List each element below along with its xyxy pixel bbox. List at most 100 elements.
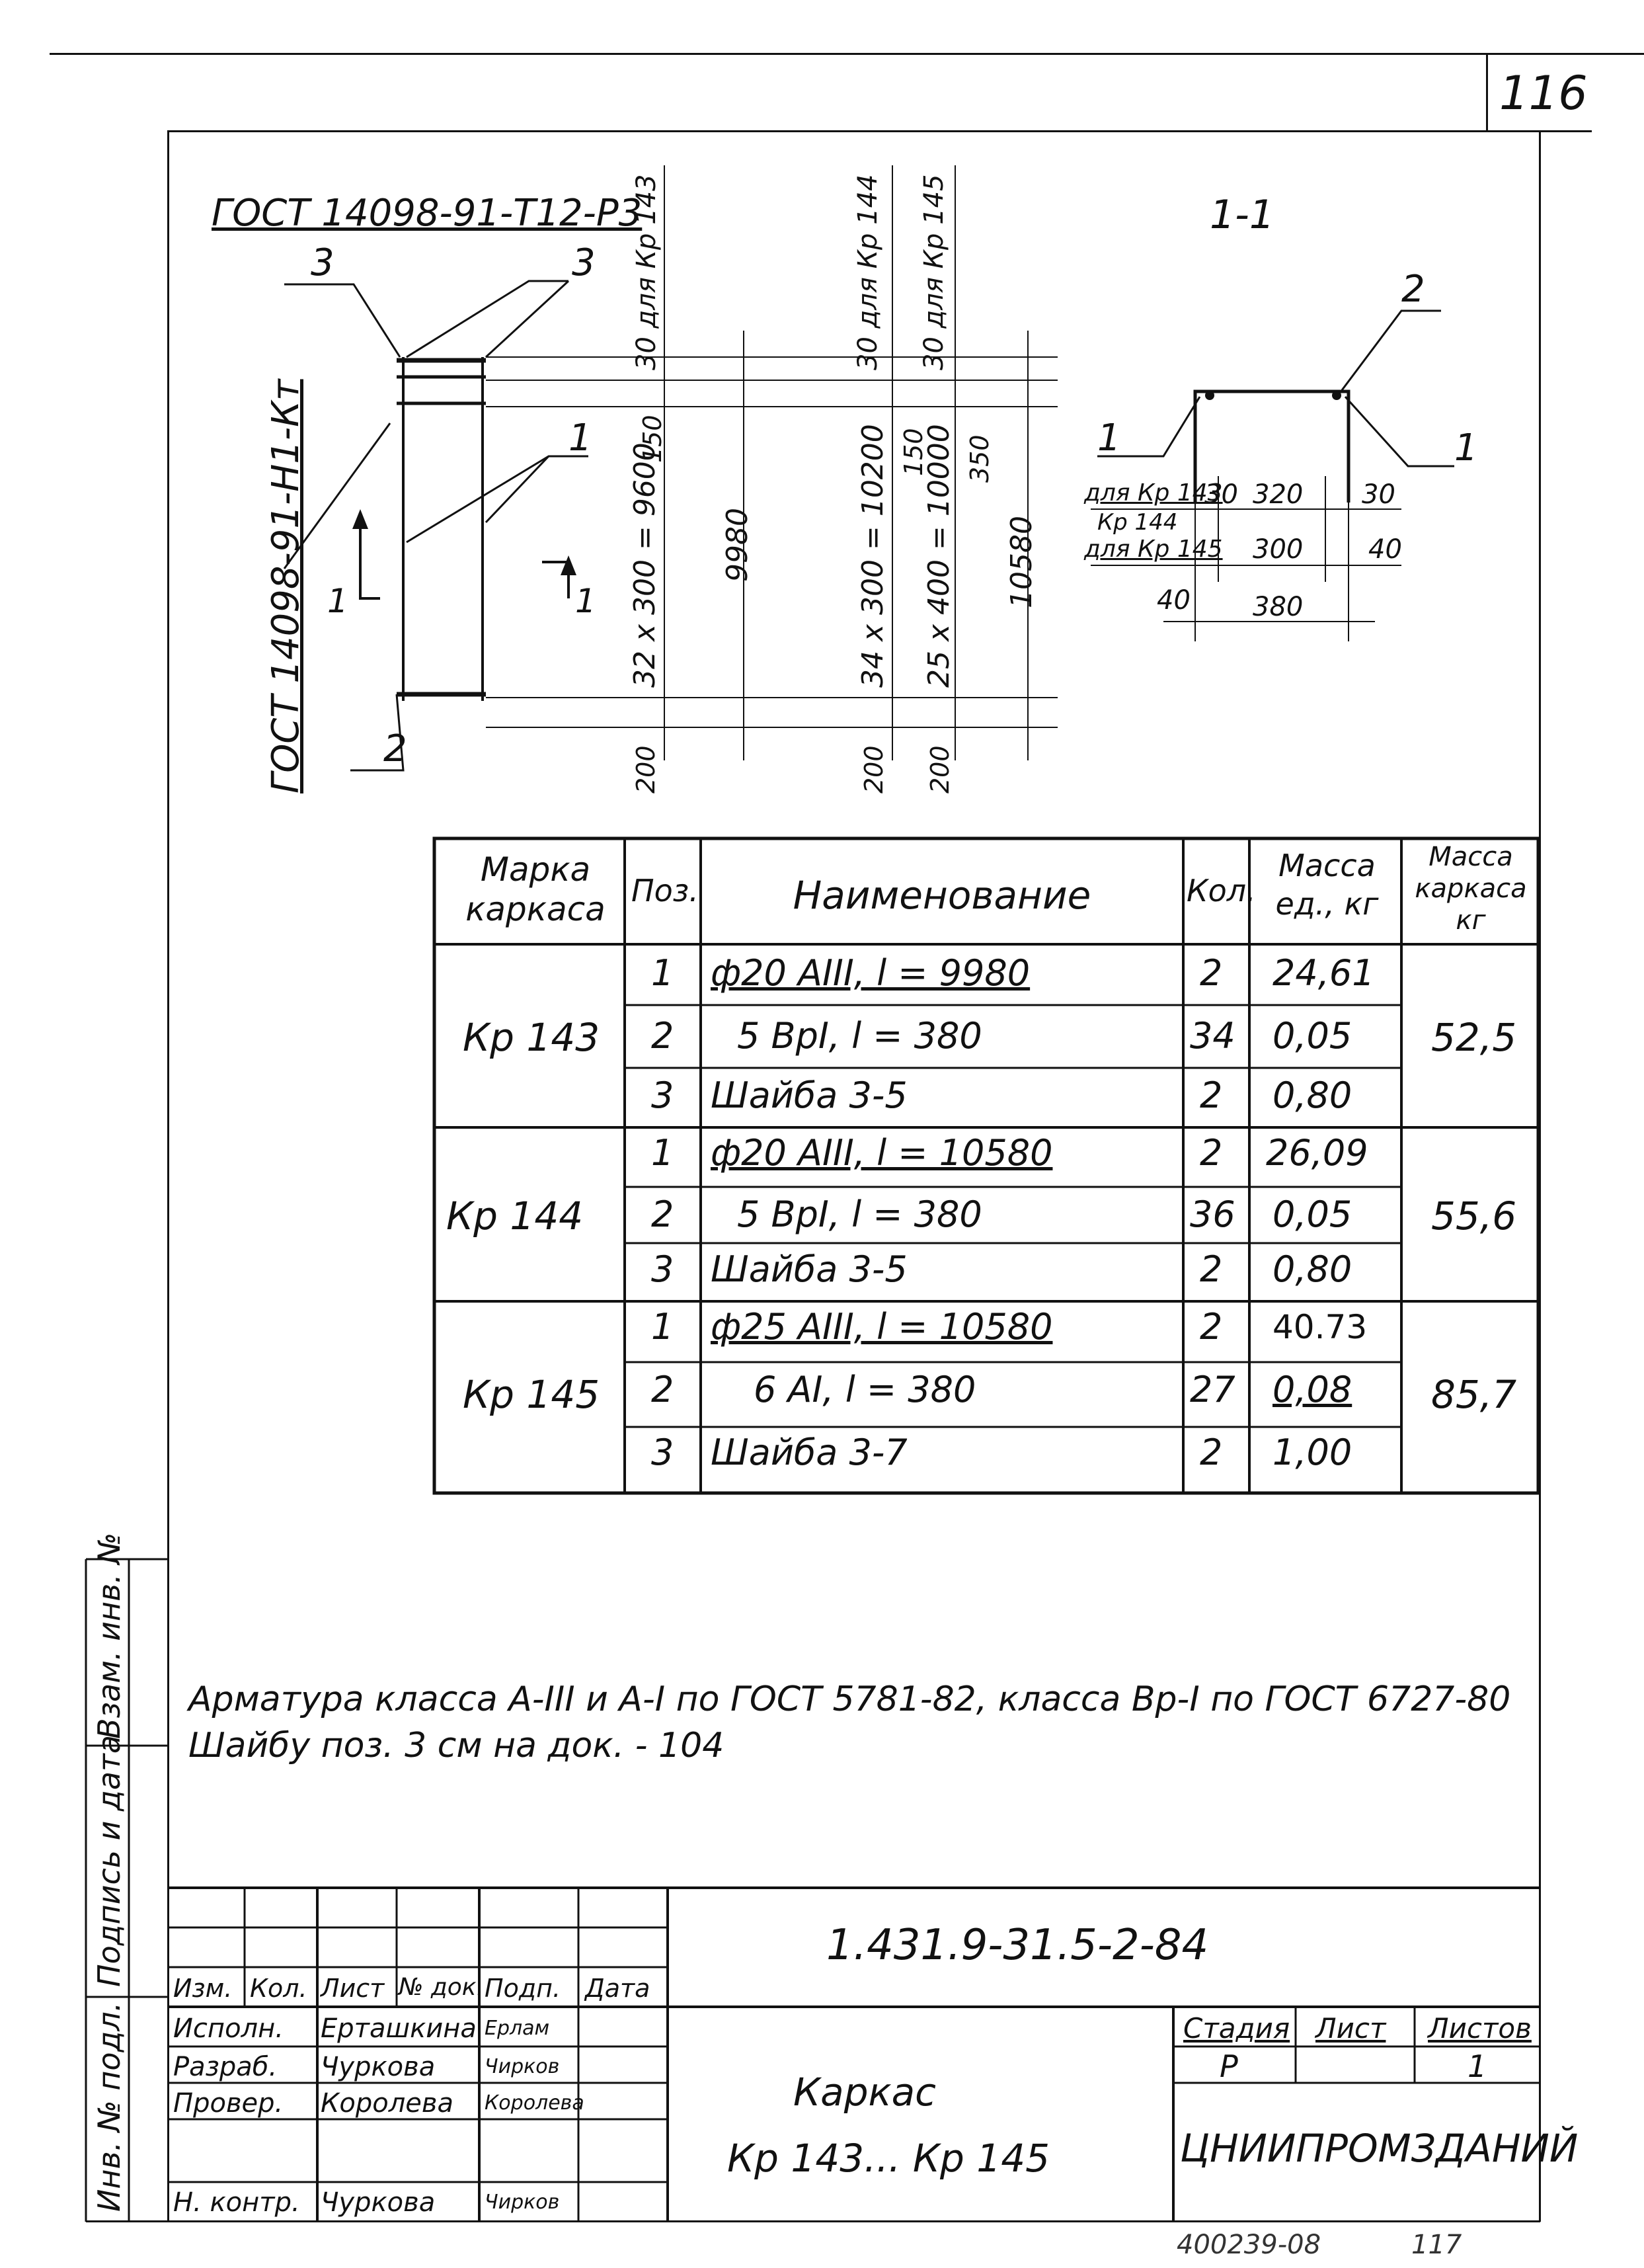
stirrup-u — [1193, 389, 1350, 503]
th-mark: Марка каркаса — [465, 850, 606, 928]
col-data: Дата — [585, 1974, 650, 2003]
mass-kr143: 52,5 — [1431, 1015, 1517, 1060]
unit-144-2: 0,05 — [1272, 1194, 1352, 1235]
role-razrab: Разраб. — [173, 2052, 278, 2082]
page-number: 116 — [1499, 66, 1588, 120]
sheet-head: Лист — [1315, 2012, 1386, 2045]
th-frame-mass: Масса каркаса кг — [1415, 842, 1527, 936]
section-1-1-drawing — [1091, 309, 1454, 641]
note-line-2: Шайбу поз. 3 см на док. - 104 — [188, 1726, 724, 1765]
mass-kr144: 55,6 — [1431, 1194, 1517, 1238]
frame-elevation-drawing — [283, 165, 1058, 772]
leader-2 — [350, 694, 405, 772]
stage-value: Р — [1220, 2048, 1238, 2084]
frame-left — [167, 130, 169, 2222]
pos-143-1: 1 — [651, 952, 674, 994]
title-line-2: Кр 143... Кр 145 — [727, 2136, 1050, 2181]
page-number-box-left — [1486, 53, 1488, 131]
col-podp: Подп. — [485, 1974, 561, 2003]
qty-143-2: 34 — [1190, 1015, 1235, 1057]
name-143-3: Шайба 3-5 — [711, 1074, 908, 1116]
sec-bar-right — [1332, 391, 1341, 400]
sec-bar-left — [1205, 391, 1214, 400]
sheets-head: Листов — [1428, 2012, 1532, 2045]
unit-145-3: 1,00 — [1272, 1432, 1352, 1473]
th-unit-mass: Масса ед., кг — [1275, 848, 1379, 922]
name-prover: Королева — [321, 2088, 453, 2119]
callout-2: 2 — [383, 727, 407, 770]
gost-top-label: ГОСТ 14098-91-Т12-Р3 — [212, 192, 643, 235]
sign-ispoln: Ерлам — [485, 2017, 550, 2040]
sec-callout-1-right: 1 — [1454, 426, 1478, 469]
section-mark-left-label: 1 — [327, 582, 348, 620]
pos-144-1: 1 — [651, 1132, 674, 1174]
name-nkontr: Чуркова — [321, 2187, 436, 2218]
th-qty: Кол. — [1187, 873, 1256, 909]
th-pos: Поз. — [631, 873, 699, 909]
callout-3-right: 3 — [572, 241, 596, 284]
page-top-line — [50, 53, 1644, 55]
stage-head: Стадия — [1183, 2012, 1290, 2045]
pos-145-1: 1 — [651, 1306, 674, 1348]
name-144-3: Шайба 3-5 — [711, 1248, 908, 1290]
th-name: Наименование — [793, 873, 1091, 918]
sec-dim-30-right: 30 — [1362, 479, 1395, 510]
mass-kr145: 85,7 — [1431, 1372, 1517, 1417]
qty-145-1: 2 — [1200, 1306, 1223, 1348]
unit-145-2: 0,08 — [1272, 1369, 1352, 1410]
name-razrab: Чуркова — [321, 2052, 436, 2082]
section-arrow-left — [352, 509, 368, 529]
footer-note: 400239-08 — [1177, 2230, 1321, 2260]
org-name: ЦНИИПРОМЗДАНИЙ — [1180, 2126, 1579, 2171]
pos-143-3: 3 — [651, 1074, 674, 1116]
leader-3-left — [284, 283, 401, 358]
unit-145-1: 40.73 — [1272, 1308, 1368, 1346]
leader-3-right-a — [406, 280, 568, 358]
leader-gost-left — [283, 423, 391, 569]
doc-code: 1.431.9-31.5-2-84 — [826, 1921, 1209, 1970]
leader-sec-1-right — [1344, 395, 1454, 467]
pos-144-3: 3 — [651, 1248, 674, 1290]
sec-callout-1-left: 1 — [1097, 417, 1121, 460]
section-label: 1-1 — [1210, 192, 1274, 238]
qty-144-2: 36 — [1190, 1194, 1235, 1235]
pos-144-2: 2 — [651, 1194, 674, 1235]
callout-3-left: 3 — [311, 241, 334, 284]
sec-for-kr144: Кр 144 — [1097, 509, 1178, 536]
pos-145-2: 2 — [651, 1369, 674, 1410]
role-ispoln: Исполн. — [173, 2013, 284, 2044]
unit-143-1: 24,61 — [1272, 952, 1375, 994]
pos-143-2: 2 — [651, 1015, 674, 1057]
name-143-2: 5 ВрI, l = 380 — [737, 1015, 982, 1057]
leader-3-right-b — [485, 280, 570, 358]
name-143-1: ф20 АIII, l = 9980 — [711, 952, 1031, 994]
qty-144-1: 2 — [1200, 1132, 1223, 1174]
name-145-2: 6 АI, l = 380 — [754, 1369, 976, 1410]
sign-razrab: Чирков — [485, 2055, 560, 2078]
col-list: Лист — [321, 1974, 385, 2003]
title-line-1: Каркас — [793, 2070, 936, 2115]
mark-kr144: Кр 144 — [446, 1194, 584, 1238]
section-arrow-right — [561, 555, 576, 575]
pos-145-3: 3 — [651, 1432, 674, 1473]
sec-dim-30-left: 30 — [1204, 479, 1238, 510]
callout-1: 1 — [568, 417, 592, 460]
unit-144-1: 26,09 — [1266, 1132, 1368, 1174]
sign-nkontr: Чирков — [485, 2191, 560, 2214]
qty-145-2: 27 — [1190, 1369, 1235, 1410]
qty-144-3: 2 — [1200, 1248, 1223, 1290]
col-izm: Изм. — [173, 1974, 233, 2003]
frame-bottom — [86, 2220, 1540, 2222]
mark-kr145: Кр 145 — [463, 1372, 600, 1417]
mark-kr143: Кр 143 — [463, 1015, 600, 1060]
col-ndok: № док. — [399, 1974, 484, 2001]
sec-for-kr143: для Кр 143 — [1084, 479, 1223, 506]
section-mark-right-label: 1 — [575, 582, 596, 620]
unit-143-3: 0,80 — [1272, 1074, 1352, 1116]
col-kol: Кол. — [250, 1974, 307, 2003]
sec-dim-320: 320 — [1253, 479, 1304, 510]
unit-143-2: 0,05 — [1272, 1015, 1352, 1057]
role-nkontr: Н. контр. — [173, 2187, 300, 2218]
qty-143-3: 2 — [1200, 1074, 1223, 1116]
